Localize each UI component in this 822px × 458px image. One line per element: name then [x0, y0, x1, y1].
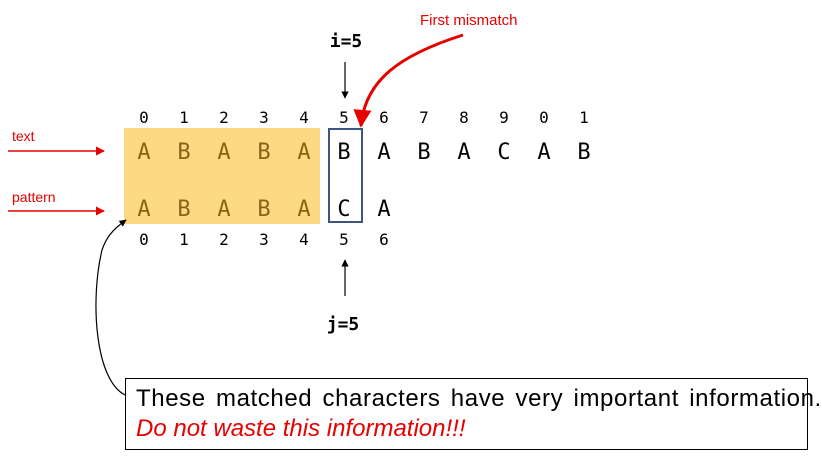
- text-char: C: [497, 140, 510, 165]
- matched-region-arrow: [95, 219, 127, 396]
- text-index: 2: [219, 108, 229, 127]
- pattern-index: 0: [139, 230, 149, 249]
- i-pointer-label: i=5: [330, 31, 363, 52]
- text-index: 0: [539, 108, 549, 127]
- first-mismatch-arrow: [353, 33, 464, 128]
- first-mismatch-label: First mismatch: [420, 12, 518, 29]
- callout-box: These matched characters have very impor…: [125, 378, 822, 450]
- text-char: A: [377, 140, 390, 165]
- pattern-char: C: [337, 197, 350, 222]
- text-index: 3: [259, 108, 269, 127]
- text-char: B: [417, 140, 430, 165]
- text-index: 9: [499, 108, 509, 127]
- pattern-char: A: [377, 197, 390, 222]
- pattern-index: 1: [179, 230, 189, 249]
- text-char: B: [177, 140, 190, 165]
- text-index: 7: [419, 108, 429, 127]
- pattern-index-row: 0 1 2 3 4 5 6: [139, 230, 389, 249]
- text-index: 1: [579, 108, 589, 127]
- text-char: A: [217, 140, 230, 165]
- matched-highlight: [124, 128, 320, 224]
- text-char: B: [577, 140, 590, 165]
- pattern-index: 6: [379, 230, 389, 249]
- text-row-label: text: [12, 128, 35, 144]
- pattern-index: 5: [339, 230, 349, 249]
- pattern-char: B: [257, 197, 270, 222]
- pattern-char: A: [217, 197, 230, 222]
- text-char: A: [537, 140, 550, 165]
- text-char: A: [457, 140, 470, 165]
- text-index-row: 0 1 2 3 4 5 6 7 8 9 0 1: [139, 108, 589, 127]
- pattern-row-label: pattern: [12, 189, 56, 205]
- pattern-index: 3: [259, 230, 269, 249]
- pattern-index: 2: [219, 230, 229, 249]
- text-char: B: [257, 140, 270, 165]
- pattern-char: B: [177, 197, 190, 222]
- text-index: 6: [379, 108, 389, 127]
- pattern-char: A: [297, 197, 310, 222]
- text-index: 8: [459, 108, 469, 127]
- text-char: A: [297, 140, 310, 165]
- pattern-index: 4: [299, 230, 309, 249]
- text-index: 4: [299, 108, 309, 127]
- pattern-char: A: [137, 197, 150, 222]
- text-char: A: [137, 140, 150, 165]
- callout-line-1: These matched characters have very impor…: [136, 385, 822, 412]
- callout-line-2: Do not waste this information!!!: [136, 415, 466, 442]
- text-index: 0: [139, 108, 149, 127]
- text-index: 5: [339, 108, 349, 127]
- text-char: B: [337, 140, 350, 165]
- mismatch-box: [328, 128, 363, 223]
- text-index: 1: [179, 108, 189, 127]
- j-pointer-label: j=5: [327, 314, 360, 335]
